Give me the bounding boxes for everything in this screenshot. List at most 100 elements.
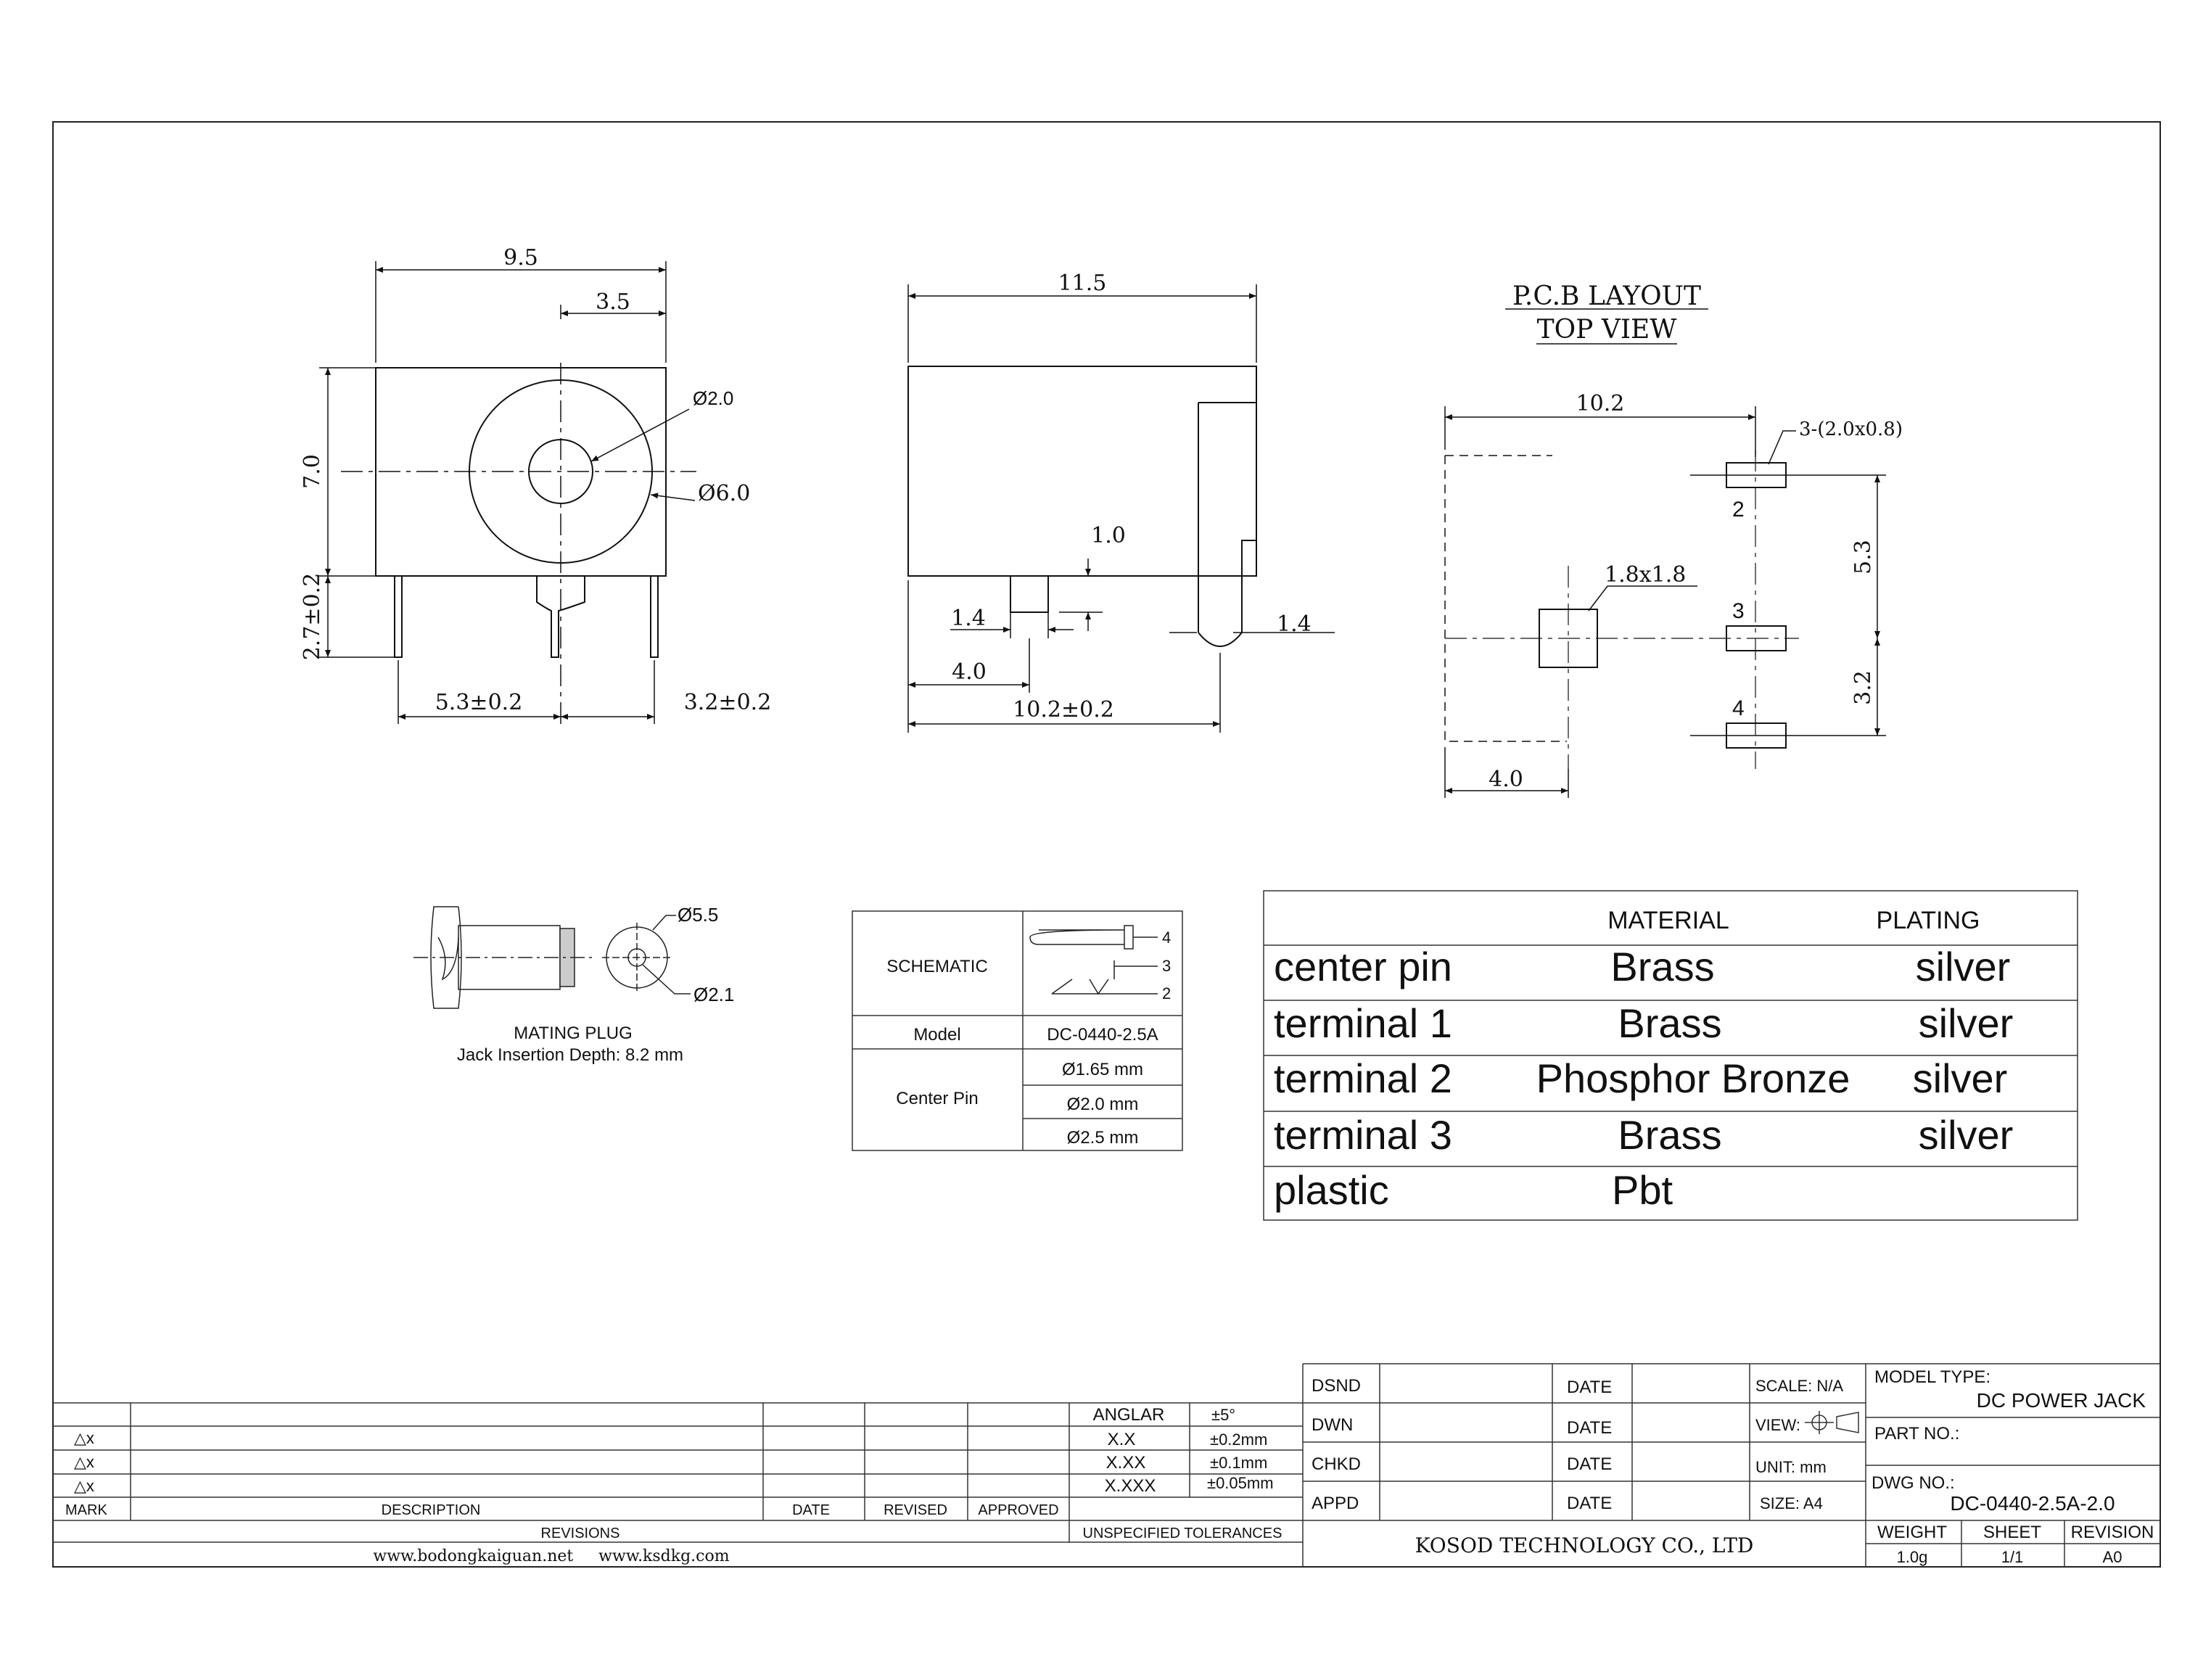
dim-front-offset: 3.5: [596, 289, 630, 315]
weight-label: WEIGHT: [1877, 1523, 1947, 1542]
material-table: [1263, 890, 2078, 1221]
dim-side-tail: 1.4: [1277, 612, 1312, 637]
view-label: VIEW:: [1755, 1416, 1800, 1434]
description-header: DESCRIPTION: [382, 1502, 481, 1518]
dim-pcb-offset: 4.0: [1489, 767, 1523, 792]
dim-pcb-pads: 3-(2.0x0.8): [1799, 419, 1903, 440]
dim-front-boss: Ø6.0: [698, 481, 750, 506]
schematic-labels: SCHEMATIC 4 3 2 Model DC-0440-2.5A Cente…: [886, 928, 1171, 1148]
center-pin-value: Ø1.65 mm: [1062, 1060, 1143, 1079]
pcb-outline: [1444, 455, 1567, 742]
model-type-value: DC POWER JACK: [1977, 1389, 2146, 1412]
scale-label: SCALE: N/A: [1755, 1377, 1843, 1395]
schematic-label: SCHEMATIC: [886, 957, 988, 976]
dim-pcb-span-b: 3.2: [1850, 670, 1876, 705]
signoff-date: DATE: [1567, 1494, 1612, 1513]
dim-pcb-width: 10.2: [1576, 391, 1625, 416]
pcb-pad-center: [1539, 609, 1598, 668]
material-row-part: terminal 2: [1274, 1055, 1452, 1101]
schematic-pin-2: 2: [1162, 984, 1171, 1002]
pcb-subtitle: TOP VIEW: [1537, 315, 1677, 345]
material-row-part: terminal 3: [1274, 1112, 1452, 1158]
model-type-label: MODEL TYPE:: [1874, 1367, 1990, 1387]
tolerance-value: ±0.05mm: [1207, 1474, 1274, 1492]
tolerance-label: X.X: [1108, 1430, 1136, 1449]
weight-value: 1.0g: [1897, 1548, 1928, 1566]
dim-front-height: 7.0: [300, 454, 325, 489]
center-pin-value: Ø2.5 mm: [1067, 1128, 1139, 1148]
material-row-material: Brass: [1618, 1000, 1721, 1046]
mark-header: MARK: [65, 1502, 107, 1518]
material-row-material: Phosphor Bronze: [1536, 1055, 1850, 1101]
material-row-plating: silver: [1919, 1000, 2014, 1046]
model-value: DC-0440-2.5A: [1047, 1025, 1158, 1045]
dim-front-width: 9.5: [503, 245, 538, 271]
signoff-dwn: DWN: [1312, 1415, 1353, 1435]
unit-label: UNIT: mm: [1755, 1458, 1827, 1476]
dim-front-left-pitch: 5.3±0.2: [435, 690, 523, 715]
dim-side-pinw: 1.4: [951, 606, 986, 631]
material-row-material: Brass: [1610, 944, 1714, 989]
dwg-no-value: DC-0440-2.5A-2.0: [1950, 1492, 2115, 1515]
dwg-no-label: DWG NO.:: [1872, 1473, 1955, 1493]
tolerances-caption: UNSPECIFIED TOLERANCES: [1083, 1525, 1282, 1541]
dim-front-hole: Ø2.0: [693, 387, 733, 409]
revised-header: REVISED: [884, 1502, 947, 1518]
tolerance-label: ANGLAR: [1093, 1405, 1165, 1425]
signoff-chkd: CHKD: [1312, 1454, 1361, 1474]
signoff-dsnd: DSND: [1312, 1376, 1361, 1396]
side-view: [907, 284, 1335, 733]
material-header: MATERIAL: [1607, 907, 1729, 934]
schematic-table: [852, 910, 1183, 1151]
pcb-layout: [1444, 308, 1886, 798]
sheet-label: SHEET: [1983, 1523, 2041, 1542]
tolerance-value: ±0.1mm: [1210, 1454, 1267, 1472]
dim-side-pinpos: 4.0: [952, 659, 987, 685]
plug-outer-dim: Ø5.5: [678, 904, 718, 926]
title-block: [53, 1363, 2160, 1567]
signoff-date: DATE: [1567, 1454, 1612, 1474]
sheet-border: [52, 121, 2161, 1568]
pcb-pin-2: 2: [1732, 498, 1745, 522]
revision-label: REVISION: [2071, 1523, 2154, 1542]
material-row-part: plastic: [1274, 1167, 1389, 1213]
material-table-text: MATERIAL PLATING center pin Brass silver…: [1274, 907, 2013, 1213]
approved-header: APPROVED: [978, 1502, 1058, 1518]
plating-header: PLATING: [1877, 907, 1980, 934]
material-row-plating: silver: [1919, 1112, 2014, 1158]
front-pin-left: [394, 575, 403, 658]
material-row-material: Brass: [1618, 1112, 1721, 1158]
tolerance-value: ±0.2mm: [1210, 1430, 1267, 1449]
pcb-title: P.C.B LAYOUT: [1512, 281, 1701, 311]
plug-depth: Jack Insertion Depth: 8.2 mm: [457, 1045, 683, 1065]
pcb-pin-4: 4: [1732, 696, 1745, 720]
front-body: [375, 367, 667, 577]
material-row-part: center pin: [1274, 944, 1452, 989]
side-view-dims: 11.5 1.0 1.4 4.0 10.2±0.2 1.4: [951, 271, 1312, 722]
part-no-label: PART NO.:: [1874, 1424, 1959, 1444]
model-label: Model: [913, 1025, 960, 1045]
material-row-part: terminal 1: [1274, 1000, 1452, 1046]
signoff-date: DATE: [1567, 1418, 1612, 1438]
dim-side-total: 10.2±0.2: [1013, 697, 1114, 722]
side-tail: [1198, 632, 1243, 647]
plug-inner-dim: Ø2.1: [693, 984, 734, 1005]
sheet-value: 1/1: [2001, 1548, 2024, 1566]
company-name: KOSOD TECHNOLOGY CO., LTD: [1415, 1533, 1754, 1557]
front-pin-right: [650, 575, 659, 658]
front-pin-center: [536, 576, 585, 658]
tolerance-value: ±5°: [1211, 1406, 1235, 1424]
material-row-material: Pbt: [1612, 1167, 1673, 1213]
pcb-pin-3: 3: [1732, 599, 1745, 623]
center-pin-value: Ø2.0 mm: [1067, 1095, 1139, 1114]
pcb-labels: P.C.B LAYOUT TOP VIEW 10.2 3-(2.0x0.8) 1…: [1489, 281, 1903, 792]
center-pin-label: Center Pin: [896, 1089, 978, 1108]
side-body: [907, 366, 1257, 577]
front-view: [319, 261, 696, 725]
material-row-plating: silver: [1916, 944, 2011, 989]
pcb-pad-3: [1726, 625, 1787, 651]
revisions-caption: REVISIONS: [541, 1525, 620, 1541]
dim-pcb-span-a: 5.3: [1850, 540, 1876, 575]
signoff-appd: APPD: [1312, 1494, 1359, 1513]
